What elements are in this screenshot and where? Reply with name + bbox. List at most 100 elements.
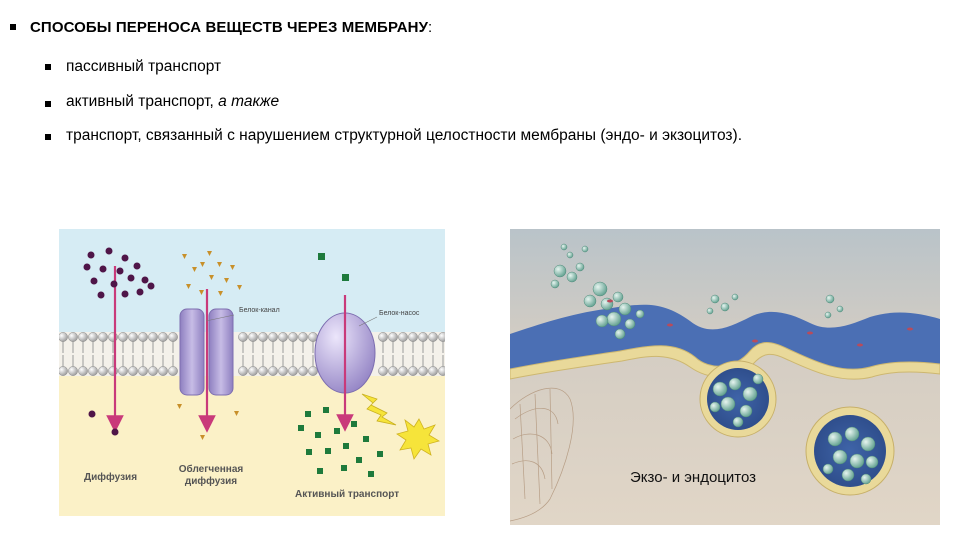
lipid-head <box>88 332 98 342</box>
cytoskeleton-structure <box>509 387 574 522</box>
vesicle-ball <box>824 311 832 319</box>
vesicle-ball <box>860 436 876 452</box>
heading-bullet-icon <box>10 24 16 30</box>
vesicle-ball <box>706 307 714 315</box>
lipid-head <box>78 332 88 342</box>
vesicle-ball <box>606 311 622 327</box>
lipid-head <box>118 332 128 342</box>
lipid-head <box>78 366 88 376</box>
vesicle-contents <box>550 243 879 485</box>
lipid-head <box>158 332 168 342</box>
lipid-head <box>238 332 248 342</box>
bullet-icon <box>45 101 51 107</box>
exo-endocytosis-illustration <box>509 229 941 525</box>
lipid-head <box>58 366 68 376</box>
vesicle-ball <box>581 245 589 253</box>
lipid-head <box>278 366 288 376</box>
lipid-head <box>58 332 68 342</box>
vesicle-ball <box>865 455 879 469</box>
vesicle-ball <box>825 294 835 304</box>
facilitated-label-line2: диффузия <box>184 476 238 487</box>
lipid-head <box>378 332 388 342</box>
vesicle-ball <box>752 373 764 385</box>
active-molecules <box>298 253 383 477</box>
diffusion-label: Диффузия <box>84 472 138 483</box>
lipid-head <box>288 332 298 342</box>
vesicle-ball <box>832 449 848 465</box>
vesicle-ball <box>566 271 578 283</box>
extracellular-region <box>59 229 445 332</box>
vesicle-ball <box>618 302 632 316</box>
vesicle-ball <box>822 463 834 475</box>
lipid-head <box>268 332 278 342</box>
vesicle-ball <box>612 291 624 303</box>
lipid-head <box>418 366 428 376</box>
page-title-text: СПОСОБЫ ПЕРЕНОСА ВЕЩЕСТВ ЧЕРЕЗ МЕМБРАНУ <box>30 19 429 36</box>
lipid-head <box>278 332 288 342</box>
lipid-head <box>148 332 158 342</box>
vesicle-ball <box>710 294 720 304</box>
facilitated-label-line1: Облегченная <box>178 464 244 475</box>
lipid-head <box>388 366 398 376</box>
vesicle-ball <box>624 318 636 330</box>
lipid-head <box>158 366 168 376</box>
vesicle-ball <box>583 294 597 308</box>
vesicle-ball <box>827 431 843 447</box>
lipid-head <box>168 366 178 376</box>
lipid-head <box>288 366 298 376</box>
lipid-head <box>128 332 138 342</box>
lipid-head <box>438 332 448 342</box>
diffusion-molecules <box>83 247 155 436</box>
vesicle-ball <box>635 309 645 319</box>
lipid-head <box>298 366 308 376</box>
lipid-head <box>398 366 408 376</box>
channel-protein-right <box>208 308 234 396</box>
vesicle-ball <box>560 243 568 251</box>
vesicle-ball <box>732 416 744 428</box>
facilitated-diffusion-label: Облегченная диффузия <box>171 464 251 488</box>
facilitated-molecules <box>177 251 242 440</box>
vesicle-ball <box>860 473 872 485</box>
energy-lightning-icon <box>361 393 397 426</box>
lipid-head <box>128 366 138 376</box>
lipid-head <box>98 366 108 376</box>
vesicle-ball <box>550 279 560 289</box>
lipid-head <box>428 332 438 342</box>
lipid-head <box>438 366 448 376</box>
vesicle-ball <box>712 381 728 397</box>
page-title-colon: : <box>428 19 433 36</box>
vesicle-ball <box>566 251 574 259</box>
lipid-head <box>248 366 258 376</box>
lipid-head <box>428 366 438 376</box>
list-item-text-main: активный транспорт, <box>66 93 219 110</box>
membrane-particles <box>607 299 913 347</box>
vesicle-ball <box>841 468 855 482</box>
vesicle-ball <box>553 264 567 278</box>
channel-protein-left <box>179 308 205 396</box>
vesicle-ball <box>728 377 742 391</box>
list-item-text: транспорт, связанный с нарушением структ… <box>66 127 742 144</box>
bullet-icon <box>45 134 51 140</box>
lipid-head <box>398 332 408 342</box>
lipid-head <box>418 332 428 342</box>
lipid-head <box>388 332 398 342</box>
active-transport-label: Активный транспорт <box>295 489 400 500</box>
lipid-head <box>298 332 308 342</box>
lipid-head <box>118 366 128 376</box>
vesicle-ball <box>575 262 585 272</box>
vesicle-ball <box>836 305 844 313</box>
lipid-head <box>108 366 118 376</box>
figure-caption: Экзо- и эндоцитоз <box>630 469 757 486</box>
lipid-head <box>148 366 158 376</box>
lipid-head <box>268 366 278 376</box>
lipid-head <box>308 366 318 376</box>
vesicle-ball <box>592 281 608 297</box>
lipid-head <box>98 332 108 342</box>
channel-pointer <box>205 314 235 322</box>
lipid-bilayer <box>58 332 448 376</box>
lipid-head <box>238 366 248 376</box>
lipid-head <box>248 332 258 342</box>
cytoplasm-region <box>59 376 445 516</box>
vesicle-ball <box>844 426 860 442</box>
lipid-head <box>108 332 118 342</box>
